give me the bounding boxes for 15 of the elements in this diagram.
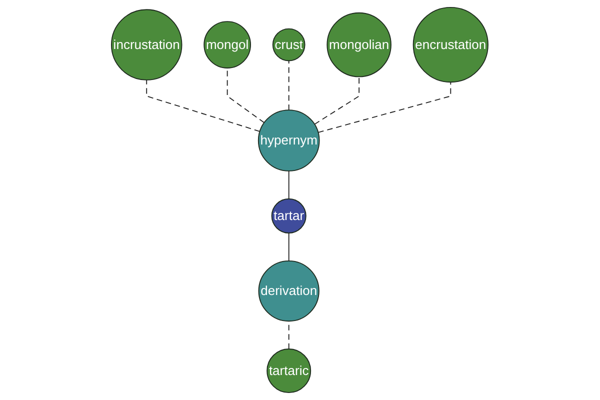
node-circle: tartaric xyxy=(266,348,312,394)
node-circle: incrustation xyxy=(111,9,183,80)
connector xyxy=(288,170,290,200)
connector xyxy=(318,82,452,133)
connector xyxy=(314,76,360,125)
node-circle: encrustation xyxy=(413,6,489,83)
node-circle: mongolian xyxy=(326,12,392,78)
node-circle: mongol xyxy=(204,21,252,68)
node-circle: derivation xyxy=(258,260,320,322)
node-circle: crust xyxy=(272,28,306,62)
connector xyxy=(146,80,261,132)
connector xyxy=(288,60,290,111)
connector xyxy=(288,232,290,262)
node-circle: tartar xyxy=(272,198,307,234)
node-circle: hypernym xyxy=(258,110,320,172)
